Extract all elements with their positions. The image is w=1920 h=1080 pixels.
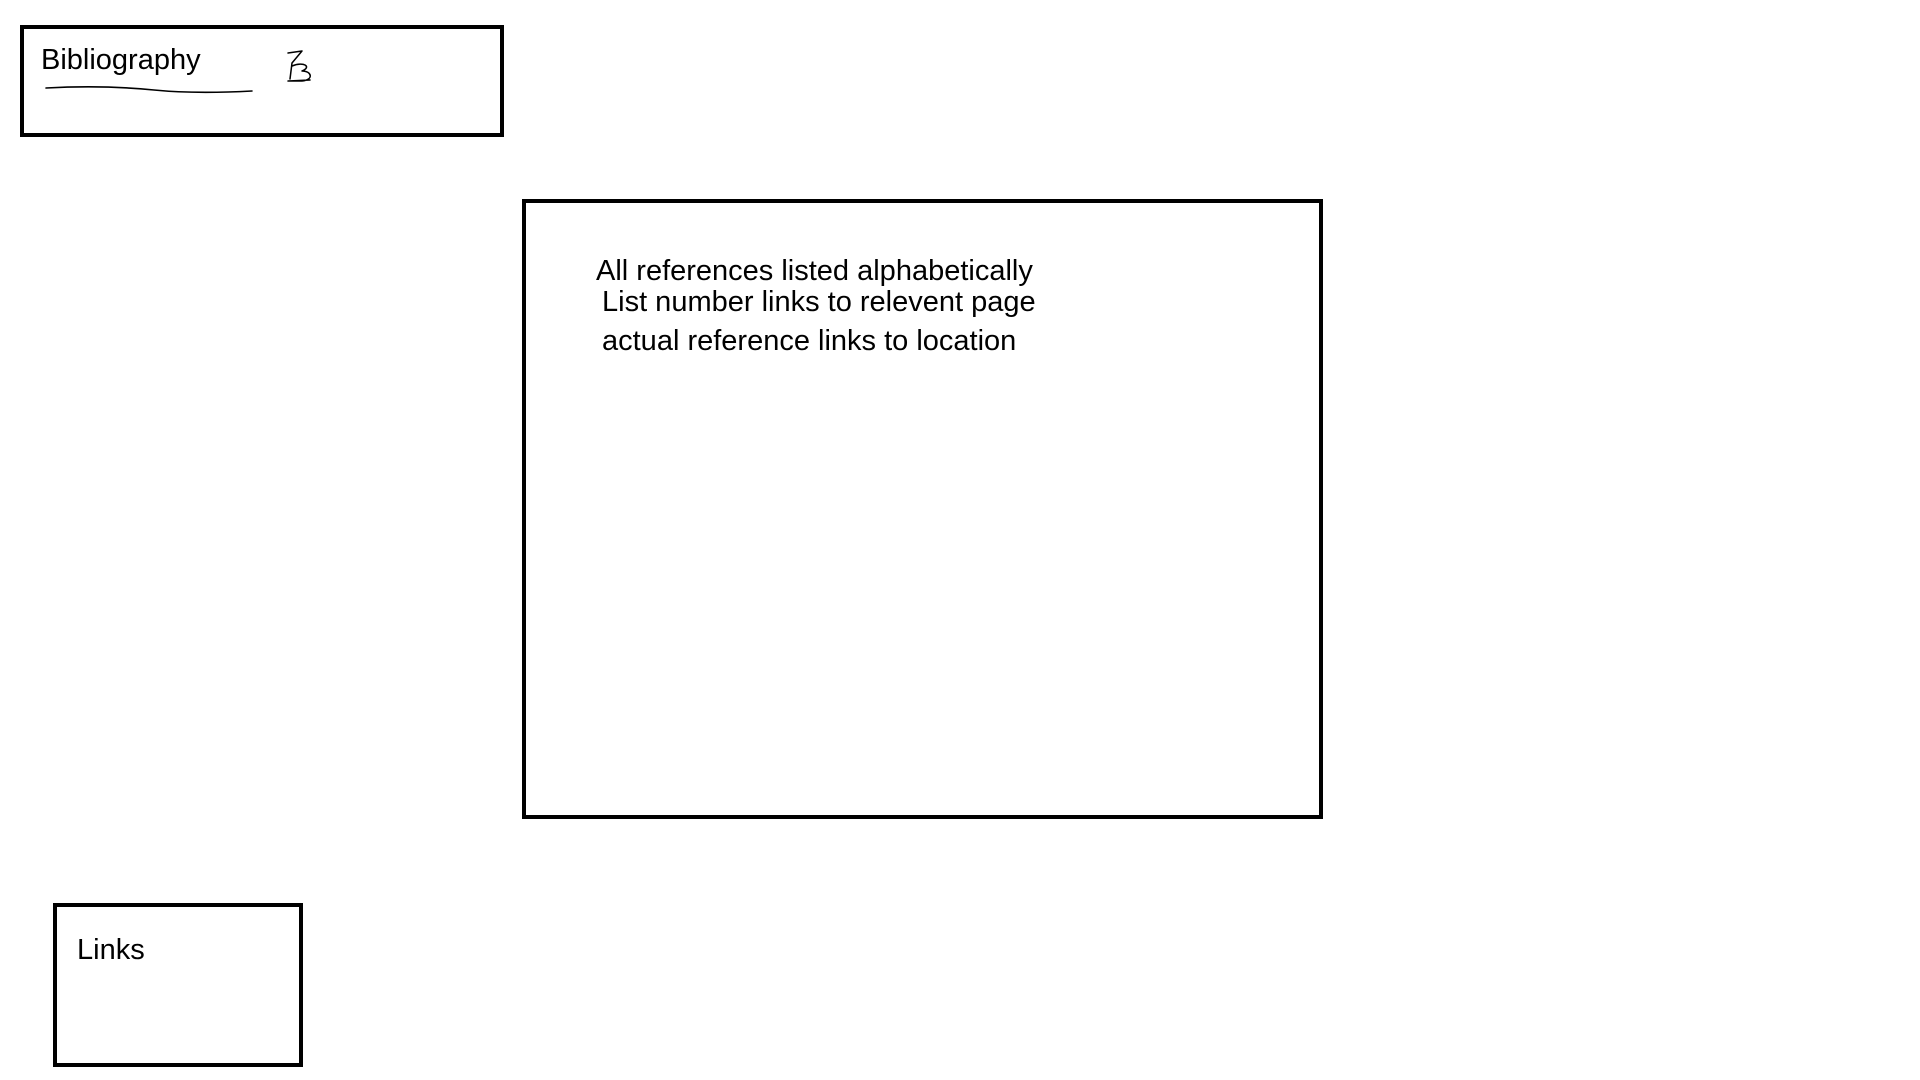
content-note: All references listed alphabetically [596, 255, 1033, 287]
content-note: actual reference links to location [602, 325, 1017, 357]
links-label: Links [77, 934, 145, 966]
references-content-box: All references listed alphabetically Lis… [522, 199, 1323, 819]
handwritten-scribble-icon [287, 50, 311, 82]
links-box[interactable]: Links [53, 903, 303, 1067]
bibliography-title-box: Bibliography [20, 25, 504, 137]
content-note: List number links to relevent page [602, 286, 1036, 318]
handwritten-underline [45, 86, 253, 94]
page-title: Bibliography [41, 44, 201, 76]
